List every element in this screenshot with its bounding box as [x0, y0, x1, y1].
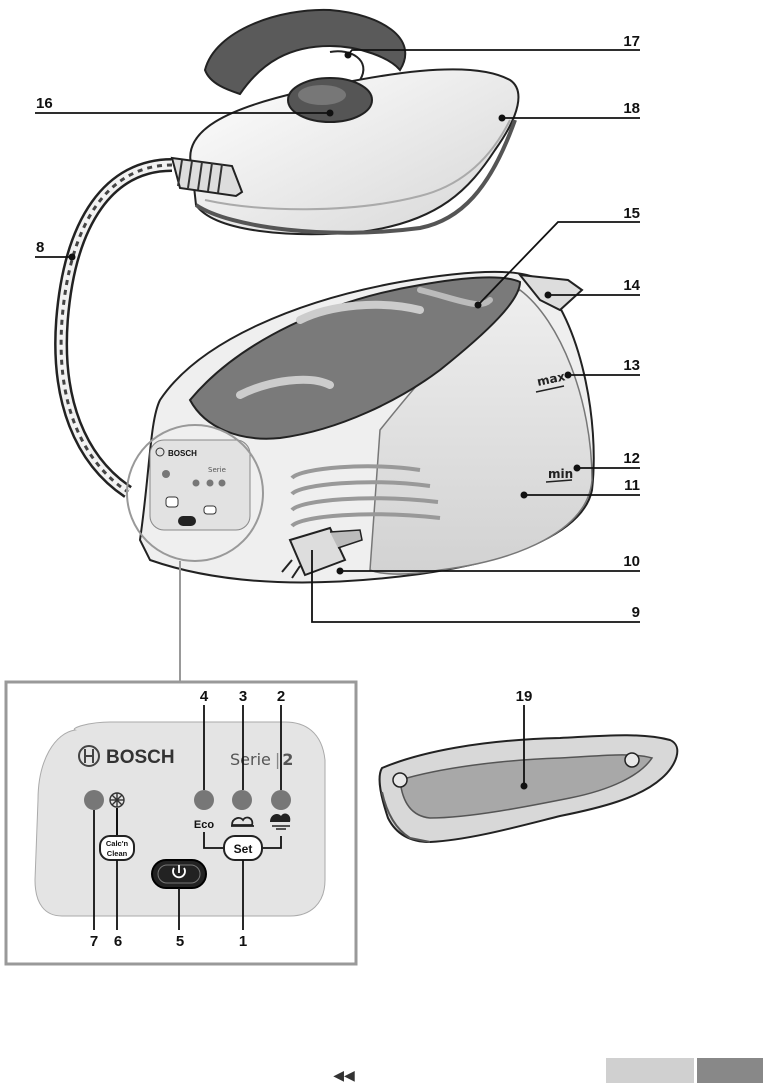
callout-4: 4 [200, 688, 209, 705]
callout-8: 8 [36, 239, 44, 256]
callout-11: 11 [624, 477, 640, 494]
callout-7: 7 [90, 933, 98, 950]
callout-3: 3 [239, 688, 247, 705]
iron [172, 10, 518, 234]
callout-6: 6 [114, 933, 122, 950]
callout-10: 10 [623, 553, 640, 570]
eco-label: Eco [194, 819, 214, 831]
set-label: Set [234, 842, 253, 856]
callout-2: 2 [277, 688, 285, 705]
max-steam-cloud-icon [270, 814, 290, 829]
descaling-tray [380, 735, 678, 842]
callout-14: 14 [623, 277, 640, 294]
callout-15: 15 [623, 205, 640, 222]
base-control-panel: BOSCH Serie [150, 440, 250, 530]
callout-16: 16 [36, 95, 53, 112]
callout-9: 9 [632, 604, 640, 621]
footer-bar-dark [697, 1058, 763, 1083]
descale-indicator-light [84, 790, 104, 810]
brand-text: BOSCH [106, 747, 175, 768]
callout-18: 18 [623, 100, 640, 117]
calc-clean-label-2: Clean [107, 849, 128, 858]
callout-17: 17 [623, 33, 640, 50]
calc-clean-label-1: Calc'n [106, 839, 129, 848]
snowflake-icon [110, 793, 124, 807]
base-brand-text: BOSCH [168, 449, 197, 458]
tank-min-mark: min [548, 467, 573, 481]
callout-12: 12 [623, 450, 640, 467]
series-text: Serie|2 [230, 750, 293, 769]
callout-19: 19 [516, 688, 533, 705]
base-series-text: Serie [208, 466, 226, 474]
max-steam-indicator-light [271, 790, 291, 810]
steam-indicator-light [232, 790, 252, 810]
callout-13: 13 [623, 357, 640, 374]
callout-1: 1 [239, 933, 247, 950]
eco-indicator-light [194, 790, 214, 810]
footer-bar-light [606, 1058, 694, 1083]
page-nav-arrows: ◀◀ [333, 1068, 355, 1083]
power-button[interactable] [152, 860, 206, 888]
callout-5: 5 [176, 933, 184, 950]
